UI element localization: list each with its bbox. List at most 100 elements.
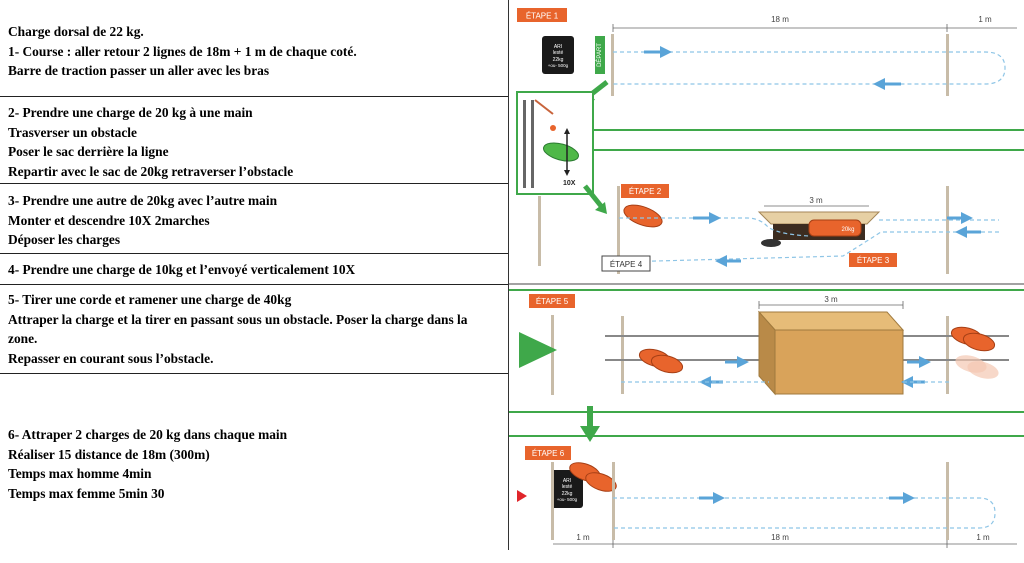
etape-6-label: ÉTAPE 6 (532, 449, 565, 458)
etape-1-badge (517, 8, 567, 22)
depart-marker (595, 36, 605, 74)
step-line: Repasser en courant sous l’obstacle. (8, 350, 214, 366)
start-marker-icon (517, 490, 527, 502)
etape-6-zone: ÉTAPE 6 ARI lesté 22kg +ou- 500g 1 m 18 … (517, 446, 1017, 548)
post (538, 196, 541, 266)
tunnel-obstacle-top (757, 311, 905, 331)
section-divider (0, 253, 508, 254)
dimension-3m-label: 3 m (809, 196, 823, 205)
vest-label: 22kg (553, 57, 564, 63)
step-line: 1- Course : aller retour 2 lignes de 18m… (8, 43, 357, 59)
step-line: 3- Prendre une autre de 20kg avec l’autr… (8, 193, 278, 208)
depart-label: DÉPART (596, 43, 603, 67)
etape-4-badge (601, 255, 651, 272)
etape-2-label: ÉTAPE 2 (629, 187, 662, 196)
dimension-3m-label: 3 m (824, 295, 838, 304)
step-4-section: 4- Prendre une charge de 10kg et l’envoy… (0, 260, 508, 280)
etape-2-zone: ÉTAPE 2 3 m 20kg ÉTAPE 3 ÉTAPE 4 (538, 184, 999, 274)
kettlebell-icon (761, 239, 781, 247)
post (946, 316, 949, 394)
vest-label: +ou- 500g (548, 63, 569, 68)
step-line: Trasverser un obstacle (8, 124, 137, 140)
start-triangle-icon (519, 332, 557, 368)
transition-arrow-head (595, 202, 607, 214)
post (551, 462, 554, 540)
weighted-vest-icon (551, 470, 583, 508)
orange-bag-icon (808, 219, 862, 237)
vest-label: +ou- 500g (557, 497, 578, 502)
post (617, 186, 620, 274)
step-line: Temps max femme 5min 30 (8, 485, 165, 501)
section-divider (0, 373, 508, 374)
vest-label: 22kg (562, 491, 573, 497)
column-divider (508, 0, 509, 550)
green-bag-icon (542, 142, 580, 162)
step-line: 6- Attraper 2 charges de 20 kg dans chaq… (8, 427, 288, 442)
orange-bag-icon (650, 354, 684, 374)
orange-bag-icon (962, 332, 996, 352)
step-5-section: 5- Tirer une corde et ramener une charge… (0, 290, 500, 368)
run-path (613, 497, 996, 529)
weighted-vest-icon (542, 36, 574, 74)
etape-3-label: ÉTAPE 3 (857, 256, 890, 265)
orange-bag-icon (623, 204, 663, 228)
post (946, 462, 949, 540)
instructions-panel: Charge dorsal de 22 kg. 1- Course : alle… (0, 0, 508, 563)
transition-arrow-head (580, 426, 600, 442)
etape-5-label: ÉTAPE 5 (536, 297, 569, 306)
etape-4-label: ÉTAPE 4 (610, 260, 643, 269)
step-line: Réaliser 15 distance de 18m (300m) (8, 446, 210, 462)
run-path (619, 217, 810, 237)
transition-arrow (587, 406, 593, 428)
step-line: Monter et descendre 10X 2marches (8, 212, 210, 228)
dimension-1m-label: 1 m (978, 15, 992, 24)
reps-label: 10X (563, 180, 576, 187)
transition-arrow (583, 184, 603, 208)
course-diagram: ÉTAPE 1 18 m 1 m ARI lesté 22kg +ou- 500… (509, 0, 1024, 563)
weight-label: 20kg (841, 227, 854, 233)
vest-label: ARI (563, 478, 571, 484)
post (946, 186, 949, 274)
step-line: Charge dorsal de 22 kg. (8, 24, 144, 39)
arrow-head (564, 128, 570, 134)
pullup-bar-zone: 10X (516, 91, 594, 195)
step-3-section: 3- Prendre une autre de 20kg avec l’autr… (0, 191, 508, 250)
tunnel-obstacle-front (774, 329, 904, 395)
dimension-18m-label: 18 m (771, 533, 789, 542)
step-line: 2- Prendre une charge de 20 kg à une mai… (8, 105, 253, 120)
section-divider (0, 284, 508, 285)
etape-2-badge (621, 184, 669, 198)
ghost-bag-icon (967, 361, 999, 379)
post (612, 462, 615, 540)
dimension-1m-label: 1 m (576, 533, 590, 542)
vest-label: lesté (562, 484, 573, 490)
step-line: 4- Prendre une charge de 10kg et l’envoy… (8, 262, 356, 277)
etape-5-badge (529, 294, 575, 308)
step-1-section: Charge dorsal de 22 kg. 1- Course : alle… (0, 22, 508, 81)
step-line: Temps max homme 4min (8, 466, 152, 481)
section-divider (0, 183, 508, 184)
step-line: Poser le sac derrière la ligne (8, 144, 169, 159)
section-divider (0, 96, 508, 97)
dimension-18m-label: 18 m (771, 15, 789, 24)
pullup-rope (534, 99, 554, 115)
post (621, 316, 624, 394)
vest-label: ARI (554, 44, 562, 50)
etape-3-badge (849, 253, 897, 267)
step-6-section: 6- Attraper 2 charges de 20 kg dans chaq… (0, 425, 508, 503)
step-line: Attraper la charge et la tirer en passan… (8, 311, 468, 347)
step-line: Repartir avec le sac de 20kg retraverser… (8, 163, 294, 179)
run-path (613, 51, 1006, 85)
etape-6-badge (525, 446, 571, 460)
etape-1-zone: ÉTAPE 1 18 m 1 m ARI lesté 22kg +ou- 500… (517, 8, 1017, 102)
etape-1-label: ÉTAPE 1 (526, 12, 559, 21)
etape-5-zone: ÉTAPE 5 3 m (519, 294, 1009, 396)
step-line: 5- Tirer une corde et ramener une charge… (8, 292, 292, 307)
orange-bag-icon (585, 472, 617, 492)
dimension-1m-label: 1 m (976, 533, 990, 542)
vest-label: lesté (553, 50, 564, 56)
step-2-section: 2- Prendre une charge de 20 kg à une mai… (0, 103, 508, 181)
arrow-head (564, 170, 570, 176)
pullup-post (523, 100, 526, 188)
post (611, 34, 614, 96)
